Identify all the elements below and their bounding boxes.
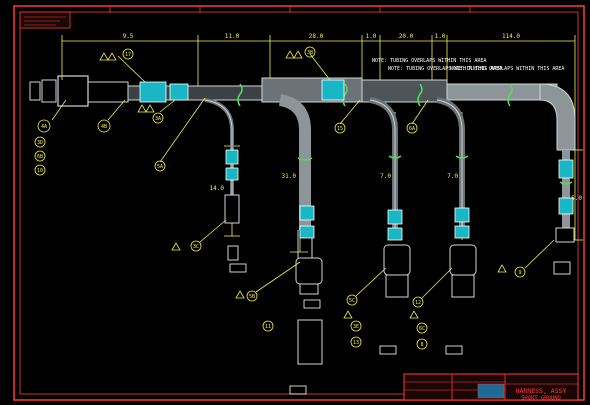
svg-text:15: 15 [337, 126, 343, 132]
callout-10: 10 [34, 164, 46, 176]
svg-text:4A: 4A [41, 124, 47, 130]
title-line-2: SHORT GROUND [521, 396, 561, 402]
border-ticks [109, 6, 471, 12]
svg-text:3B: 3B [307, 50, 313, 56]
note-2: NOTE: TUBING OVERLAPS WITHIN THIS AREA [388, 66, 502, 72]
callout-6c: 6C [416, 322, 428, 334]
dim-1: 9.5 [123, 33, 134, 40]
overlap-notes: NOTE: TUBING OVERLAPS WITHIN THIS AREA N… [372, 58, 564, 72]
dim-3: 28.0 [309, 33, 324, 40]
dim-6: 1.0 [435, 33, 446, 40]
dim-2: 11.0 [225, 33, 240, 40]
callout-17: 17 [122, 48, 134, 60]
dim-5: 20.0 [399, 33, 414, 40]
dim-v5: 5.0 [571, 195, 582, 202]
callout-5c: 5C [346, 294, 358, 306]
svg-text:6B: 6B [37, 154, 43, 160]
note-1: NOTE: TUBING OVERLAPS WITHIN THIS AREA [372, 58, 486, 64]
callout-3c: 3C [190, 240, 202, 252]
svg-text:3A: 3A [155, 116, 161, 122]
callout-6b: 6B [34, 150, 46, 162]
svg-text:12: 12 [415, 300, 421, 306]
svg-text:3E: 3E [353, 324, 359, 330]
svg-text:8: 8 [420, 342, 423, 348]
dimension-values: 9.5 11.0 28.0 1.0 20.0 1.0 114.0 14.0 31… [123, 33, 583, 202]
title-block: HARNESS, ASSY SHORT GROUND [403, 373, 579, 402]
svg-text:6A: 6A [409, 126, 415, 132]
callout-12: 12 [412, 296, 424, 308]
svg-text:9: 9 [518, 270, 521, 276]
callout-bubbles: 4A 4B 17 3A 5A 3B 15 6A [34, 46, 526, 350]
revision-block [19, 11, 71, 29]
svg-text:13: 13 [353, 340, 359, 346]
callout-3d: 3D [34, 136, 46, 148]
callout-3e: 3E [350, 320, 362, 332]
label-boxes [139, 79, 574, 241]
dim-v3: 7.0 [380, 173, 391, 180]
dim-v2: 31.0 [282, 173, 297, 180]
warning-triangles [99, 50, 507, 319]
callout-9: 9 [514, 266, 526, 278]
branch-wiggles [225, 153, 573, 185]
callout-15: 15 [334, 122, 346, 134]
callouts [51, 53, 555, 299]
dim-v4: 7.0 [447, 173, 458, 180]
svg-text:5C: 5C [349, 298, 355, 304]
harness-branches [204, 94, 575, 365]
callout-5b: 5B [246, 290, 258, 302]
svg-text:5B: 5B [249, 294, 255, 300]
drawing-border [13, 5, 585, 401]
callout-8: 8 [416, 338, 428, 350]
svg-text:11: 11 [265, 324, 271, 330]
svg-text:3D: 3D [37, 140, 43, 146]
callout-3a: 3A [152, 112, 164, 124]
svg-text:4B: 4B [101, 124, 107, 130]
svg-text:3C: 3C [193, 244, 199, 250]
title-line-1: HARNESS, ASSY [516, 387, 567, 395]
svg-text:17: 17 [125, 52, 131, 58]
dim-4: 1.0 [366, 33, 377, 40]
dim-v1: 14.0 [210, 185, 225, 192]
callout-3b: 3B [304, 46, 316, 58]
svg-text:10: 10 [37, 168, 43, 174]
callout-13: 13 [350, 336, 362, 348]
svg-text:5A: 5A [157, 164, 163, 170]
note-3: NOTE: TUBING OVERLAPS WITHIN THIS AREA [450, 66, 564, 72]
callout-5a: 5A [154, 160, 166, 172]
dim-7: 114.0 [502, 33, 520, 40]
callout-4b: 4B [97, 119, 111, 133]
callout-11: 11 [262, 320, 274, 332]
svg-text:6C: 6C [419, 326, 425, 332]
connector-end-views [229, 263, 463, 395]
callout-4a: 4A [37, 119, 51, 133]
callout-6a: 6A [406, 122, 418, 134]
